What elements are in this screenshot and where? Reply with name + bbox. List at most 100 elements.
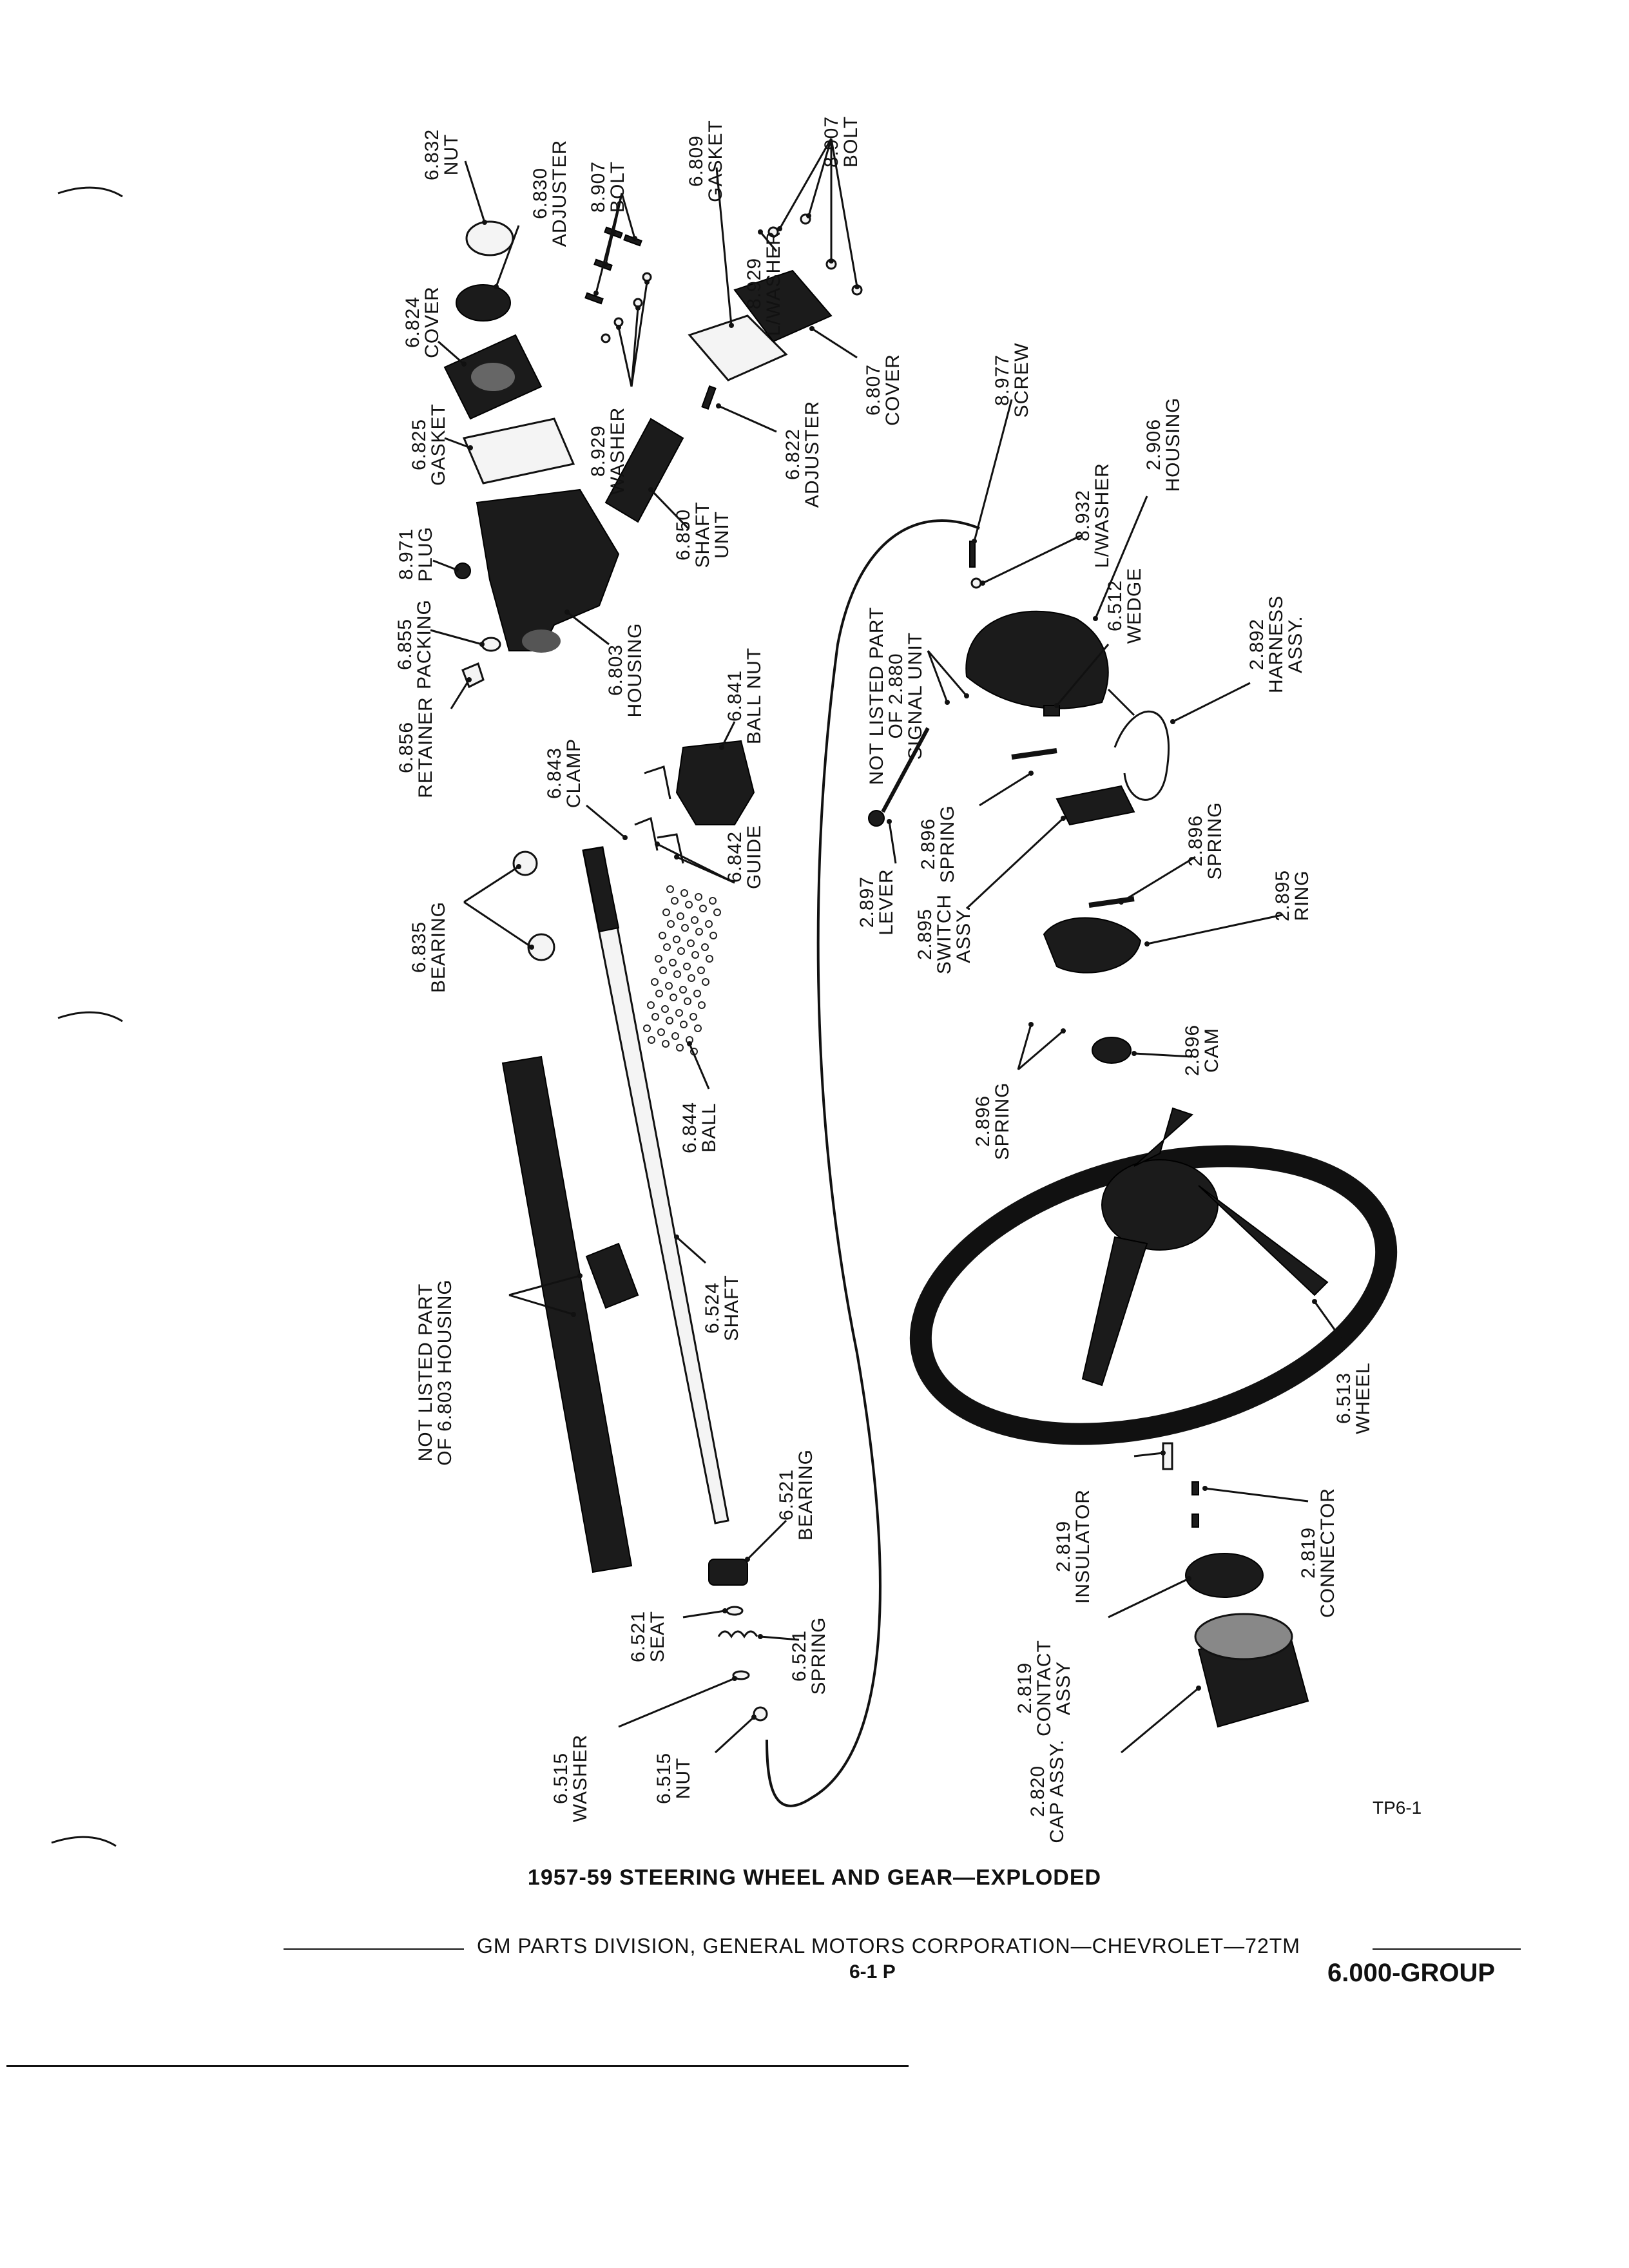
callout-label: 8.971PLUG xyxy=(396,526,436,582)
callout-nut-6832: 6.832NUT xyxy=(421,129,487,225)
switch-2895-part xyxy=(1043,917,1142,974)
adjuster-6822-part xyxy=(701,385,717,410)
callout-label: 6.521BEARING xyxy=(776,1449,816,1541)
ball-6844 xyxy=(655,955,662,963)
callout-label: 2.896SPRING xyxy=(1185,802,1226,879)
ball-6844 xyxy=(699,905,707,912)
callout-bolt-8907-a: 8.907BOLT xyxy=(588,161,637,296)
leader-line xyxy=(1146,914,1283,945)
callout-label: 8.929WASHER xyxy=(588,407,628,495)
callout-shaft-unit-6850: 6.850SHAFTUNIT xyxy=(648,487,733,568)
leader-arrowhead xyxy=(1202,1486,1208,1491)
callout-label: 6.844BALL xyxy=(679,1102,720,1153)
callout-label: 2.896SPRING xyxy=(918,805,958,883)
callout-label: NOT LISTED PARTOF 6.803 HOUSING xyxy=(415,1279,456,1465)
leader-arrowhead xyxy=(674,1235,679,1240)
callout-washer-6515: 6.515WASHER xyxy=(550,1676,737,1822)
callout-label: 6.825GASKET xyxy=(409,403,449,486)
leader-line xyxy=(1204,1487,1309,1503)
bearing-6521-part xyxy=(708,1559,748,1586)
leader-arrowhead xyxy=(806,213,811,218)
leader-arrowhead xyxy=(732,1676,737,1681)
leader-line xyxy=(450,679,470,709)
nut-6832-part xyxy=(465,220,514,256)
cover-6807-part xyxy=(733,269,833,343)
leader-line xyxy=(438,340,465,365)
ball-6844 xyxy=(688,974,695,982)
callout-insulator-2819: 2.819INSULATOR xyxy=(1053,1450,1166,1604)
seat-6521-part xyxy=(726,1606,744,1616)
leader-arrowhead xyxy=(593,291,599,296)
callout-lwasher-8932: 8.932L/WASHER xyxy=(980,463,1113,586)
callout-packing-6855: 6.855PACKING xyxy=(394,599,485,689)
callout-guide-6842: 6.842GUIDE xyxy=(655,825,765,889)
leader-line xyxy=(746,1519,787,1561)
leader-arrowhead xyxy=(1132,1051,1137,1056)
leader-arrowhead xyxy=(1061,1028,1066,1033)
ball-6844 xyxy=(681,924,689,932)
callout-shaft-6524: 6.524SHAFT xyxy=(674,1235,742,1341)
leader-arrowhead xyxy=(479,642,485,647)
leader-line xyxy=(621,193,636,239)
leader-arrowhead xyxy=(809,326,815,331)
leader-line xyxy=(495,225,520,287)
leader-line xyxy=(688,1043,710,1090)
leader-line xyxy=(720,721,736,748)
leader-arrowhead xyxy=(632,236,637,241)
ball-6844 xyxy=(673,936,680,943)
callout-connector-2819: 2.819CONNECTOR xyxy=(1202,1486,1338,1618)
leader-line xyxy=(965,817,1065,910)
leader-arrowhead xyxy=(687,1041,692,1046)
leader-arrowhead xyxy=(1170,719,1175,724)
leader-arrowhead xyxy=(674,854,679,860)
bearing-6835-a xyxy=(512,850,538,876)
leader-line xyxy=(1133,1452,1164,1457)
leader-line xyxy=(1133,1052,1193,1058)
callout-label: 6.830ADJUSTER xyxy=(530,140,570,247)
ball-6844 xyxy=(680,889,688,897)
callout-ball-6844: 6.844BALL xyxy=(679,1041,720,1153)
leader-line xyxy=(617,327,633,387)
callout-cover-6807: 6.807COVER xyxy=(809,326,903,426)
leader-arrowhead xyxy=(972,539,977,544)
ball-6844 xyxy=(695,893,702,901)
ball-6844 xyxy=(706,955,713,963)
callout-cover-6824: 6.824COVER xyxy=(402,286,467,367)
leader-arrowhead xyxy=(980,581,985,586)
leader-line xyxy=(888,821,897,864)
leader-line xyxy=(718,405,777,433)
leader-arrowhead xyxy=(722,1608,728,1613)
leader-arrowhead xyxy=(655,841,660,847)
callout-ballnut-6841: 6.841BALL NUT xyxy=(719,648,765,750)
footer-rule-right xyxy=(1373,1948,1521,1950)
shaft-unit-6850-part xyxy=(604,418,684,523)
ball-6844 xyxy=(677,947,685,955)
screw-8977-part xyxy=(969,541,976,568)
callout-cam-2896: 2.896CAM xyxy=(1132,1024,1222,1076)
callout-label: 2.892HARNESSASSY. xyxy=(1246,595,1306,693)
leader-arrowhead xyxy=(529,945,534,950)
washers-8929-left xyxy=(601,272,652,343)
ball-6844 xyxy=(679,986,687,994)
wheel-6513-spoke-a xyxy=(1081,1236,1148,1387)
washer-6515-part xyxy=(732,1670,750,1680)
leader-line xyxy=(1017,1024,1032,1070)
callout-label: 6.835BEARING xyxy=(409,901,449,993)
wedge-6512-part xyxy=(1043,705,1060,716)
housing-bracket-part xyxy=(585,1242,639,1309)
leader-line xyxy=(1172,682,1251,723)
figure-title: 1957-59 STEERING WHEEL AND GEAR—EXPLODED xyxy=(527,1865,1102,1890)
callout-label: 2.896CAM xyxy=(1182,1024,1222,1076)
ball-6844 xyxy=(665,982,673,990)
switch-2895-upper-part xyxy=(1055,785,1135,826)
callout-spring-2896-c: 2.896SPRING xyxy=(972,1022,1066,1160)
ball-6844 xyxy=(698,1001,706,1009)
callout-clamp-6843: 6.843CLAMP xyxy=(544,738,628,840)
callout-bearing-6835: 6.835BEARING xyxy=(409,864,534,993)
leader-arrowhead xyxy=(644,280,650,285)
ball-6844 xyxy=(647,1001,655,1009)
leader-line xyxy=(973,399,1013,542)
callout-label: 6.515WASHER xyxy=(550,1735,591,1823)
cap-2820-top xyxy=(1194,1613,1293,1660)
leader-line xyxy=(595,193,623,294)
